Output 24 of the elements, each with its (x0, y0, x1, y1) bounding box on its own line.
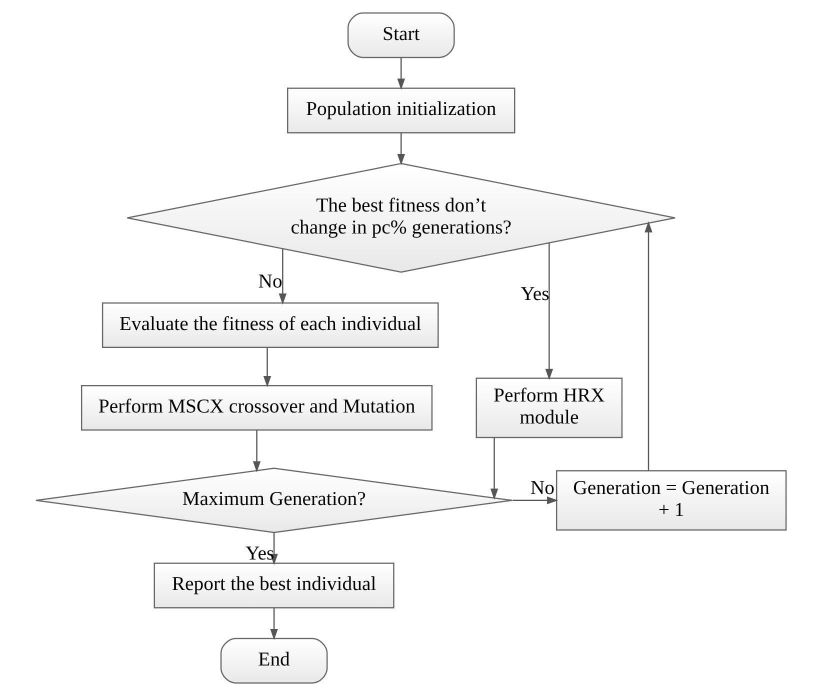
edge-label: No (530, 476, 555, 499)
arrow (252, 430, 261, 472)
node-box: Generation = Generation + 1 (556, 470, 787, 531)
arrow (512, 496, 558, 504)
arrow (644, 221, 652, 471)
node-diamond: The best fitness don’t change in pc% generations? (126, 162, 676, 273)
node-box: End (220, 638, 328, 684)
arrow (397, 132, 406, 166)
edge-label: No (258, 270, 282, 292)
node-box: Population initialization (287, 88, 516, 134)
edge-label: Yes (520, 282, 550, 305)
arrow (263, 348, 272, 388)
arrow (278, 248, 287, 305)
arrow (270, 608, 278, 640)
node-box: Start (347, 12, 455, 58)
arrow (545, 243, 554, 380)
node-box: Evaluate the fitness of each individual (102, 302, 439, 348)
arrow (490, 438, 498, 500)
node-box: Perform MSCX crossover and Mutation (80, 385, 433, 431)
node-box: Perform HRX module (476, 378, 623, 438)
node-box: Report the best individual (154, 562, 394, 608)
node-diamond: Maximum Generation? (35, 468, 513, 534)
arrow (397, 58, 406, 90)
edge-label: Yes (246, 542, 274, 564)
